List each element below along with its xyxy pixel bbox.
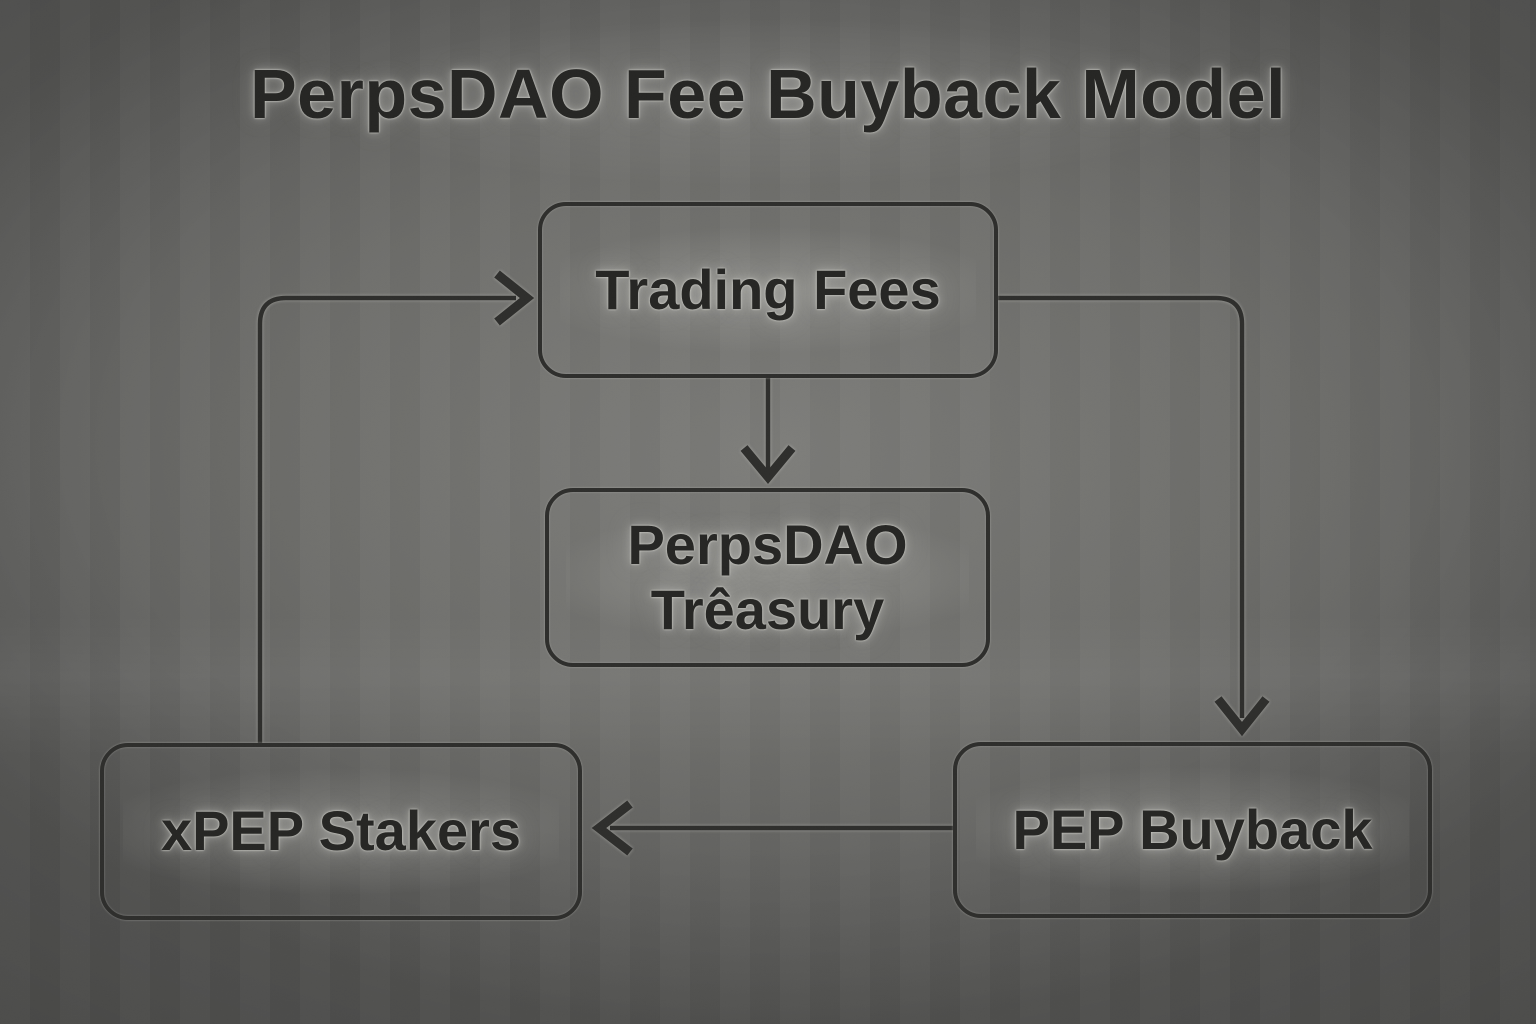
node-trading-fees: Trading Fees <box>538 202 998 378</box>
arrow-xpep-stakers-to-trading-fees <box>257 270 535 743</box>
arrow-pep-buyback-to-xpep-stakers <box>591 800 953 856</box>
arrowhead-left-icon <box>591 800 633 856</box>
arrowhead-down-icon <box>740 445 796 485</box>
node-label-line2: Trêasury <box>650 577 885 641</box>
node-label: PEP Buyback <box>1012 797 1373 861</box>
node-label-line1: PerpsDAO <box>627 513 908 577</box>
arrow-shaft <box>998 295 1245 718</box>
node-xpep-stakers: xPEP Stakers <box>100 743 582 920</box>
arrow-trading-fees-to-treasury <box>740 378 796 485</box>
arrowhead-down-icon <box>1214 696 1270 737</box>
node-label: Trading Fees <box>595 257 941 321</box>
node-label: PerpsDAO Trêasury <box>627 513 907 642</box>
diagram-title: PerpsDAO Fee Buyback Model <box>249 55 1287 133</box>
node-label: xPEP Stakers <box>160 799 522 863</box>
arrow-trading-fees-to-pep-buyback <box>998 295 1270 737</box>
arrow-shaft <box>257 295 516 743</box>
node-pep-buyback: PEP Buyback <box>953 742 1432 918</box>
arrowhead-right-icon <box>494 270 535 326</box>
node-perpsdao-treasury: PerpsDAO Trêasury <box>545 488 990 667</box>
